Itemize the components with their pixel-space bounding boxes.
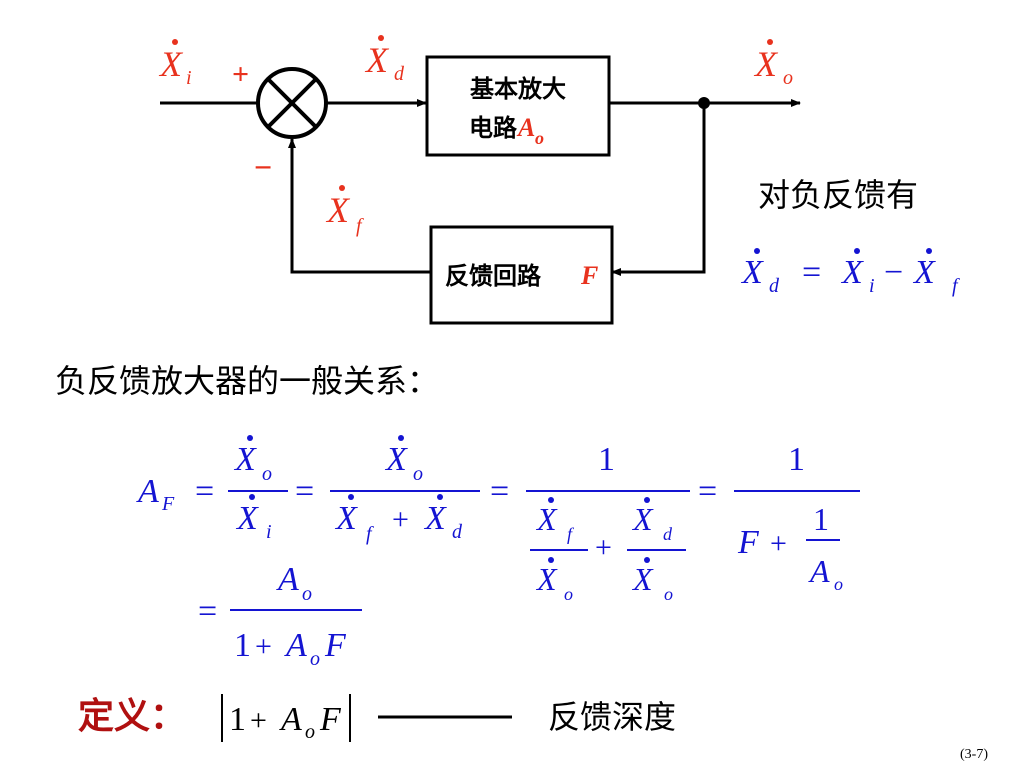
svg-text:o: o [302,583,312,605]
svg-text:f: f [952,275,960,297]
svg-text:F: F [319,701,342,738]
fraction-one-over-ratio-sum: 1 X f X o + X d X o [526,441,690,604]
svg-text:X: X [384,441,408,478]
page-number: (3-7) [960,747,988,762]
side-note: 对负反馈有 X d = X i − X f [740,176,960,297]
svg-text:+: + [255,630,272,663]
feedback-path [611,103,706,276]
svg-text:d: d [452,521,463,543]
svg-text:1: 1 [598,441,615,478]
svg-text:X: X [740,254,764,291]
svg-text:1: 1 [229,701,246,738]
svg-text:A: A [136,473,159,510]
svg-text:o: o [783,67,793,89]
svg-text:o: o [262,463,272,485]
side-note-equation: X d = X i − X f [740,248,960,297]
svg-text:i: i [186,67,192,89]
definition-label: 定义： [78,696,186,737]
fb-block-symbol: F [580,261,598,290]
svg-text:A: A [284,627,307,664]
definition-meaning: 反馈深度 [548,698,676,736]
svg-text:1: 1 [813,501,829,537]
label-xd: X d [364,35,405,85]
svg-text:F: F [737,524,760,561]
label-xf: X f [325,185,364,237]
svg-text:X: X [535,501,558,537]
svg-text:f: f [567,524,575,544]
fb-block-label: 反馈回路 [445,262,542,290]
svg-text:F: F [161,493,175,515]
fraction-xo-over-xf-plus-xd: X o X f + X d [330,435,480,545]
svg-text:o: o [310,648,320,670]
svg-text:o: o [305,721,315,743]
svg-text:X: X [364,40,390,80]
svg-text:+: + [392,503,409,536]
minus-sign: − [254,149,272,185]
svg-text:=: = [802,254,821,291]
svg-text:+: + [770,527,787,560]
svg-text:=: = [698,473,717,510]
svg-text:f: f [356,215,364,237]
svg-text:A: A [276,561,299,598]
svg-text:f: f [366,523,374,545]
svg-text:X: X [334,500,358,537]
svg-text:=: = [295,473,314,510]
plus-sign: + [232,58,249,91]
svg-text:X: X [535,561,558,597]
amplifier-block [425,55,611,157]
feedback-block [429,225,614,325]
amp-block-sub: o [535,128,544,148]
general-relation-heading: 负反馈放大器的一般关系： [55,362,439,400]
svg-text:F: F [324,627,347,664]
svg-text:A: A [279,701,302,738]
summing-junction [256,67,328,139]
label-xo: X o [753,39,793,89]
svg-text:d: d [769,275,780,297]
svg-text:−: − [884,254,903,291]
svg-text:=: = [198,593,217,630]
svg-text:i: i [869,275,875,297]
fraction-closed-loop-gain: = A o 1 + A o F [198,561,362,670]
svg-text:o: o [664,584,673,604]
svg-text:X: X [158,44,184,84]
svg-text:o: o [413,463,423,485]
svg-text:A: A [808,553,830,589]
svg-text:o: o [564,584,573,604]
label-xi: X i [158,39,192,89]
fraction-xo-over-xi: X o X i [228,435,288,543]
svg-text:d: d [394,63,405,85]
svg-text:d: d [663,524,673,544]
svg-text:X: X [233,441,257,478]
svg-text:X: X [840,254,864,291]
svg-text:X: X [631,561,654,597]
definition: 定义： 1 + A o F 反馈深度 [78,694,676,743]
amp-block-line2: 电路 [469,114,518,142]
svg-text:+: + [595,531,612,564]
af-equation: A F = X o X i = X o X f + X d = [136,435,860,670]
svg-text:X: X [423,500,447,537]
block-diagram: 基本放大 电路 A o 反馈回路 F X i + X d X o [158,35,801,325]
svg-text:+: + [250,704,267,737]
svg-text:X: X [325,190,351,230]
feedback-return-path [288,138,431,274]
svg-text:=: = [195,473,214,510]
svg-text:X: X [631,501,654,537]
svg-text:o: o [834,574,843,594]
svg-text:X: X [912,254,936,291]
svg-text:i: i [266,521,272,543]
svg-text:1: 1 [788,441,805,478]
side-note-title: 对负反馈有 [758,176,918,214]
fraction-one-over-f-plus-inverse-ao: 1 F + 1 A o [734,441,860,594]
svg-text:1: 1 [234,627,251,664]
feedback-depth-expression: 1 + A o F [221,694,351,743]
svg-text:X: X [753,44,779,84]
amp-block-symbol: A [516,113,535,142]
svg-text:X: X [235,500,259,537]
svg-text:=: = [490,473,509,510]
amp-block-line1: 基本放大 [470,75,566,103]
